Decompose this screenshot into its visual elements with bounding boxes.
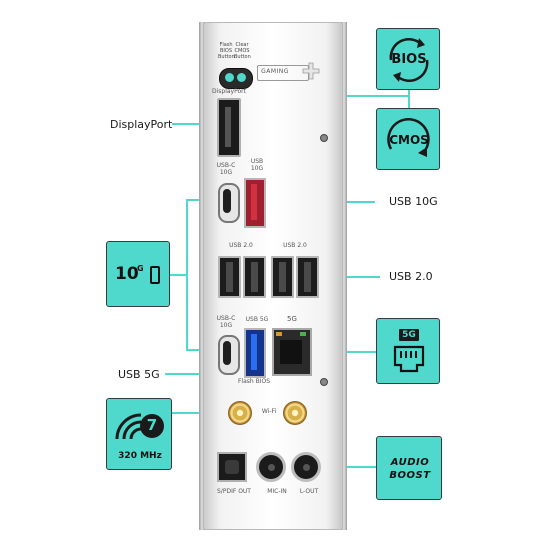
connector-bios-cmos-v [408, 80, 410, 118]
usb20-port-2[interactable] [243, 256, 266, 298]
wifi7-icon-number: 7 [146, 416, 158, 434]
mic-in-label: MIC-IN [267, 488, 287, 495]
usb5g-port-tongue [251, 334, 257, 370]
wifi7-icon-mhz: 320 MHz [118, 451, 162, 461]
audio-boost-text-2: BOOST [389, 470, 431, 481]
line-out-jack[interactable] [291, 452, 321, 482]
wifi-antenna-connector-right[interactable] [283, 401, 307, 425]
usb20-port-3[interactable] [271, 256, 294, 298]
usb10g-port[interactable] [244, 178, 266, 228]
usbc10g-bottom-port-inner [223, 341, 231, 365]
clear-cmos-button-label: Clear CMOS Button [234, 42, 251, 60]
usbc10g-top-port-inner [223, 189, 231, 213]
usbc10g-top-label: USB-C 10G [216, 162, 236, 176]
usb10g-callout: USB 10G [389, 195, 438, 208]
wifi-label: Wi-Fi [261, 408, 277, 415]
usbc10g-top-port[interactable] [218, 183, 240, 223]
wifi7-feature-icon: 7 320 MHz [106, 398, 172, 470]
gamepad-icon [302, 62, 320, 80]
lan-socket [280, 340, 302, 364]
connector-10g-v [186, 199, 188, 351]
lan-5g-port-label: 5G [287, 315, 297, 323]
audio-boost-feature-icon: AUDIO BOOST [376, 436, 442, 500]
usb20-port-1[interactable] [218, 256, 241, 298]
usb20-right-label: USB 2.0 [283, 242, 307, 249]
plate-edge-left [199, 22, 205, 530]
usb10g-label: USB 10G [250, 158, 264, 172]
spdif-out-label: S/PDIF OUT [217, 488, 251, 495]
plate-screw-top [320, 134, 328, 142]
usb5g-callout: USB 5G [118, 368, 160, 381]
lan-10g-icon-sup: G [137, 264, 144, 273]
usb20-callout: USB 2.0 [389, 270, 433, 283]
flash-bios-port-label: Flash BIOS [237, 378, 271, 385]
usb20-port-4[interactable] [296, 256, 319, 298]
usb5g-port[interactable] [244, 328, 266, 378]
spdif-socket [225, 460, 239, 474]
clear-cmos-button[interactable] [237, 73, 246, 82]
gaming-logo-text: GAMING [261, 68, 289, 75]
l-out-label: L-OUT [299, 488, 319, 495]
wifi-waves-icon [115, 413, 164, 440]
displayport-pins [225, 107, 231, 147]
mic-in-jack[interactable] [256, 452, 286, 482]
spdif-out-port[interactable] [217, 452, 247, 482]
cmos-icon-text: CMOS [389, 133, 429, 147]
connector-10g-h1 [170, 274, 188, 276]
usbc10g-bottom-label: USB-C 10G [216, 315, 236, 329]
displayport-port[interactable] [217, 98, 241, 157]
lan-10g-feature-icon: 10 G [106, 241, 170, 307]
ethernet-icon [393, 345, 425, 373]
usb5g-port-label: USB 5G [245, 316, 269, 323]
wifi-antenna-connector-left[interactable] [228, 401, 252, 425]
lan-10g-plug-icon [150, 266, 160, 284]
bios-icon-text: BIOS [391, 52, 427, 67]
lan-led-right [300, 332, 306, 336]
lan-5g-feature-icon: 5G [376, 318, 440, 384]
connector-displayport [172, 123, 218, 125]
lan-5g-icon-badge [399, 329, 419, 341]
audio-boost-text-1: AUDIO [390, 457, 430, 468]
lan-5g-icon-text: 5G [402, 330, 416, 340]
lan-10g-icon-text: 10 [115, 264, 139, 284]
plate-screw-bottom [320, 378, 328, 386]
lan-led-left [276, 332, 282, 336]
bios-feature-icon: BIOS [376, 28, 440, 90]
plate-edge-right [341, 22, 347, 530]
displayport-port-label: DisplayPort [211, 88, 246, 95]
flash-bios-button[interactable] [225, 73, 234, 82]
cmos-feature-icon: CMOS [376, 108, 440, 170]
usb20-left-label: USB 2.0 [229, 242, 253, 249]
lan-5g-port[interactable] [272, 328, 312, 376]
bios-cmos-buttons[interactable] [219, 68, 253, 89]
displayport-callout: DisplayPort [110, 118, 173, 131]
usbc10g-bottom-port[interactable] [218, 335, 240, 375]
flash-bios-button-label: Flash BIOS Button [218, 42, 235, 60]
usb10g-port-tongue [251, 184, 257, 220]
